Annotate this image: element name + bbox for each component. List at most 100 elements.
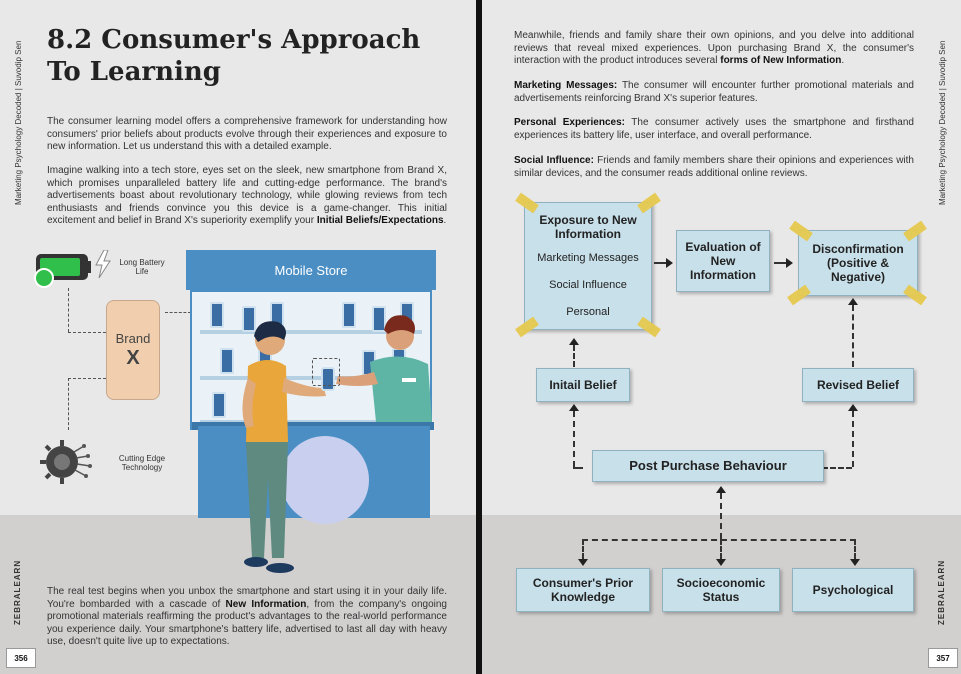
tech-label-1: Cutting Edge bbox=[118, 454, 166, 463]
arrow-line bbox=[654, 262, 666, 264]
arrow-head bbox=[569, 404, 579, 411]
page-number-right: 357 bbox=[928, 648, 958, 668]
arrow-head bbox=[850, 559, 860, 566]
side-tag-left: Marketing Psychology Decoded | Suvodip S… bbox=[14, 40, 23, 205]
arrow-line bbox=[852, 305, 854, 367]
arrow-head bbox=[716, 559, 726, 566]
rp3-text: The consumer actively uses the smartphon… bbox=[514, 117, 914, 141]
revised-belief-label: Revised Belief bbox=[816, 378, 900, 392]
initial-belief-box: Initail Belief bbox=[536, 368, 630, 402]
arrow-line bbox=[582, 539, 584, 559]
display-phone bbox=[212, 392, 226, 418]
page-number-left: 356 bbox=[6, 648, 36, 668]
right-page: Marketing Psychology Decoded | Suvodip S… bbox=[482, 0, 961, 674]
connector-battery-h bbox=[68, 332, 106, 333]
side-tag-right: Marketing Psychology Decoded | Suvodip S… bbox=[938, 40, 947, 205]
arrow-line bbox=[582, 539, 856, 541]
arrow-line bbox=[720, 539, 722, 559]
brand-x-phone: Brand X bbox=[106, 300, 160, 400]
rp4-bold: Social Influence: bbox=[514, 155, 594, 166]
heading-line-2: To Learning bbox=[47, 57, 221, 87]
arrow-line bbox=[822, 467, 852, 469]
tape-strip bbox=[787, 284, 811, 306]
psychological-label: Psychological bbox=[812, 583, 894, 597]
exposure-item-1: Social Influence bbox=[549, 279, 627, 291]
right-paragraph-2: Marketing Messages: The consumer will en… bbox=[514, 80, 914, 105]
prior-knowledge-label: Consumer's Prior Knowledge bbox=[532, 576, 634, 604]
left-paragraph-2: Imagine walking into a tech store, eyes … bbox=[47, 165, 447, 228]
exposure-box: Exposure to New Information Marketing Me… bbox=[524, 202, 652, 330]
circuit-gear-icon bbox=[40, 440, 92, 484]
evaluation-box: Evaluation of New Information bbox=[676, 230, 770, 292]
exposure-item-0: Marketing Messages bbox=[537, 252, 639, 264]
p3-text-a: The real test begins when you unbox the … bbox=[47, 586, 447, 610]
brand-letter: X bbox=[126, 347, 140, 369]
display-phone bbox=[210, 302, 224, 328]
rp1-bold: forms of New Information bbox=[720, 55, 842, 66]
disconfirmation-label: Disconfirmation (Positive & Negative) bbox=[812, 242, 904, 284]
store-sign: Mobile Store bbox=[186, 250, 436, 290]
exposure-item-2: Personal bbox=[566, 306, 610, 318]
arrow-head bbox=[786, 258, 793, 268]
post-purchase-label: Post Purchase Behaviour bbox=[629, 458, 787, 473]
brand-mark-right: ZEBRALEARN bbox=[937, 559, 946, 625]
rp4-text: Friends and family members share their o… bbox=[514, 155, 914, 179]
exposure-title: Exposure to New Information bbox=[539, 213, 637, 241]
connector-tech bbox=[68, 378, 69, 430]
arrow-line bbox=[774, 262, 786, 264]
arrow-line bbox=[573, 467, 583, 469]
left-paragraph-1: The consumer learning model offers a com… bbox=[47, 116, 447, 152]
p2-text: Imagine walking into a tech store, eyes … bbox=[47, 165, 447, 226]
battery-tip bbox=[87, 261, 91, 273]
p3-bold: New Information bbox=[225, 598, 307, 610]
tech-label-2: Technology bbox=[121, 463, 163, 472]
arrow-line bbox=[852, 411, 854, 467]
lightning-icon bbox=[95, 250, 111, 278]
section-heading: 8.2 Consumer's Approach To Learning bbox=[47, 24, 447, 88]
right-paragraph-3: Personal Experiences: The consumer activ… bbox=[514, 117, 914, 142]
rp1-end: . bbox=[841, 55, 845, 66]
arrow-head bbox=[569, 338, 579, 345]
arrow-line bbox=[573, 411, 575, 467]
p3-text-b: , from the company's ongoing promotional… bbox=[47, 598, 447, 648]
arrow-head bbox=[848, 404, 858, 411]
brand-label: Brand bbox=[115, 331, 151, 346]
rp2-bold: Marketing Messages: bbox=[514, 80, 618, 91]
rp2-text: The consumer will encounter further prom… bbox=[514, 80, 914, 104]
p2-bold: Initial Beliefs/Expectations bbox=[316, 215, 444, 226]
counter-circle bbox=[281, 436, 369, 524]
connector-battery bbox=[68, 288, 69, 332]
arrow-head bbox=[716, 486, 726, 493]
revised-belief-box: Revised Belief bbox=[802, 368, 914, 402]
prior-knowledge-box: Consumer's Prior Knowledge bbox=[516, 568, 650, 612]
rp3-bold: Personal Experiences: bbox=[514, 117, 625, 128]
initial-belief-label: Initail Belief bbox=[549, 378, 617, 392]
left-paragraph-3: The real test begins when you unbox the … bbox=[47, 586, 447, 649]
left-bottom-band bbox=[0, 515, 478, 674]
psychological-box: Psychological bbox=[792, 568, 914, 612]
plug-icon bbox=[34, 268, 54, 288]
brand-mark-left: ZEBRALEARN bbox=[13, 559, 22, 625]
heading-line-1: 8.2 Consumer's Approach bbox=[47, 25, 421, 55]
salesperson-figure bbox=[321, 315, 432, 422]
disconfirmation-box: Disconfirmation (Positive & Negative) bbox=[798, 230, 918, 296]
arrow-head bbox=[848, 298, 858, 305]
p2-end: . bbox=[443, 215, 447, 226]
display-phone bbox=[372, 306, 386, 332]
tape-strip bbox=[515, 316, 539, 338]
phone-highlight-box bbox=[312, 358, 340, 386]
socioeconomic-box: Socioeconomic Status bbox=[662, 568, 780, 612]
connector-tech-h bbox=[68, 378, 106, 379]
arrow-line bbox=[573, 345, 575, 367]
battery-label-1: Long Battery bbox=[119, 258, 165, 267]
display-phone bbox=[342, 302, 356, 328]
customer-figure bbox=[242, 321, 326, 573]
right-paragraph-4: Social Influence: Friends and family mem… bbox=[514, 155, 914, 180]
battery-label-2: Life bbox=[135, 267, 149, 276]
right-paragraph-1: Meanwhile, friends and family share thei… bbox=[514, 30, 914, 68]
arrow-head bbox=[578, 559, 588, 566]
post-purchase-box: Post Purchase Behaviour bbox=[592, 450, 824, 482]
